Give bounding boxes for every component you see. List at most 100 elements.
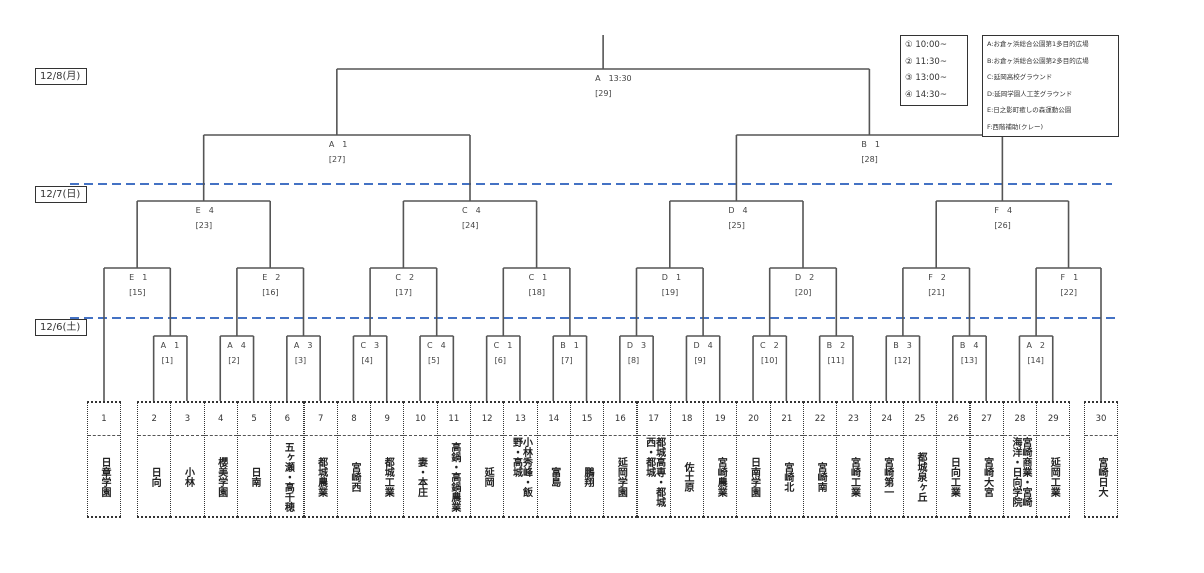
match-number-label: [13] <box>960 356 978 365</box>
team-name-wrap: 佐土原 <box>671 437 703 516</box>
team-number: 27 <box>970 403 1003 436</box>
match-number-label: [23] <box>195 221 213 230</box>
match-number-label: [8] <box>627 356 640 365</box>
match-slot-label: C 4 <box>427 341 446 350</box>
team-name: 宮崎日大 <box>1096 456 1107 497</box>
team-number: 15 <box>570 403 604 436</box>
team-name: 宮崎第一 <box>881 456 893 497</box>
team-name-wrap: 延岡工業 <box>1037 437 1069 516</box>
time-legend-item: ① 10:00~ <box>905 40 947 50</box>
match-slot-label: C 4 <box>462 206 481 215</box>
match-number-label: [25] <box>728 221 745 230</box>
match-number-label: [1] <box>161 356 173 365</box>
match-number-label: [15] <box>129 288 146 297</box>
match-slot-label: B 4 <box>959 341 979 350</box>
team-name-wrap: 宮崎南 <box>804 437 836 516</box>
team-name-wrap: 都城泉ヶ丘 <box>904 437 936 516</box>
team-name-wrap: 延岡 <box>471 437 503 516</box>
team-name: 日向工業 <box>948 456 960 497</box>
match-number-label: [5] <box>428 356 440 365</box>
team-name-wrap: 宮崎西 <box>338 437 370 516</box>
team-number: 8 <box>337 403 371 436</box>
match-slot-label: B 3 <box>893 341 912 350</box>
team-number: 10 <box>404 403 437 436</box>
team-cell: 26 日向工業 <box>936 401 971 518</box>
match-number-label: [17] <box>395 288 412 297</box>
team-name-wrap: 宮崎大宮 <box>971 437 1003 516</box>
match-slot-label: A 1 <box>160 341 180 350</box>
team-number: 1 <box>88 403 120 436</box>
match-number-label: [22] <box>1060 288 1077 297</box>
date-label-dec7: 12/7(日) <box>35 186 87 203</box>
team-number: 26 <box>937 403 970 436</box>
match-slot-label: C 1 <box>528 273 548 282</box>
match-number-label: [16] <box>262 288 279 297</box>
team-name: 宮崎西 <box>348 461 360 492</box>
team-cell: 21 宮崎北 <box>769 401 804 518</box>
match-slot-label: C 1 <box>493 341 513 350</box>
venue-legend-item: F:西階補助(クレー) <box>987 122 1043 131</box>
team-name-wrap: 妻・本庄 <box>404 437 436 516</box>
match-number-label: [27] <box>328 155 346 164</box>
team-name-wrap: 鵬翔 <box>571 437 603 516</box>
date-label-dec6: 12/6(土) <box>35 319 87 336</box>
match-slot-label: D 4 <box>693 341 713 350</box>
match-slot-label: C 2 <box>760 341 779 350</box>
match-slot-label: C 2 <box>395 273 415 282</box>
match-slot-label: F 2 <box>928 273 946 282</box>
team-number: 25 <box>903 403 937 436</box>
team-name: 佐土原 <box>681 461 693 492</box>
match-slot-label: D 1 <box>661 273 682 282</box>
team-name-wrap: 宮崎北 <box>771 437 803 516</box>
team-number: 19 <box>704 403 737 436</box>
team-name-wrap: 日向工業 <box>937 437 969 516</box>
match-number-label: [7] <box>561 356 573 365</box>
match-slot-label: D 2 <box>795 273 815 282</box>
team-name-wrap: 小林 <box>171 437 203 516</box>
team-name-wrap: 櫻美学園 <box>205 437 237 516</box>
team-cell: 15 鵬翔 <box>569 401 605 518</box>
team-number: 11 <box>437 403 470 436</box>
team-name: 宮崎工業 <box>848 456 860 497</box>
team-name: 櫻美学園 <box>215 456 227 497</box>
team-name-wrap: 日南 <box>238 437 270 516</box>
match-slot-label: C 3 <box>360 341 380 350</box>
team-name-wrap: 都城農業 <box>305 437 337 516</box>
venue-legend: A:お倉ヶ浜総合公園第1多目的広場 B:お倉ヶ浜総合公園第2多目的広場 C:延岡… <box>982 35 1119 137</box>
time-legend: ① 10:00~ ② 11:30~ ③ 13:00~ ④ 14:30~ <box>900 35 968 106</box>
team-name-wrap: 延岡学園 <box>604 437 636 516</box>
match-slot-label: E 2 <box>262 273 281 282</box>
match-number-label: [26] <box>994 221 1011 230</box>
team-number: 21 <box>770 403 803 436</box>
team-cell: 23 宮崎工業 <box>836 401 871 518</box>
match-number-label: [2] <box>228 356 240 365</box>
team-name: 都城農業 <box>315 456 327 497</box>
match-slot-label: A 2 <box>1026 341 1045 350</box>
team-name: 延岡工業 <box>1048 456 1060 497</box>
team-name: 都城工業 <box>382 456 394 497</box>
team-number: 20 <box>737 403 770 436</box>
team-number: 16 <box>604 403 637 436</box>
match-slot-label: B 2 <box>826 341 846 350</box>
match-number-label: [14] <box>1027 356 1044 365</box>
match-number-label: [28] <box>861 155 878 164</box>
team-name: 宮崎農業 <box>715 456 727 497</box>
match-slot-label: A 1 <box>328 140 348 149</box>
venue-legend-item: D:延岡学園人工芝グラウンド <box>987 89 1073 98</box>
match-number-label: [6] <box>494 356 506 365</box>
date-label-dec8: 12/8(月) <box>35 68 87 85</box>
match-slot-label: A 4 <box>227 341 246 350</box>
team-name: 宮崎北 <box>781 461 793 492</box>
team-number: 23 <box>837 403 870 436</box>
team-name: 鵬翔 <box>582 466 594 487</box>
team-name: 宮崎南 <box>815 461 827 492</box>
